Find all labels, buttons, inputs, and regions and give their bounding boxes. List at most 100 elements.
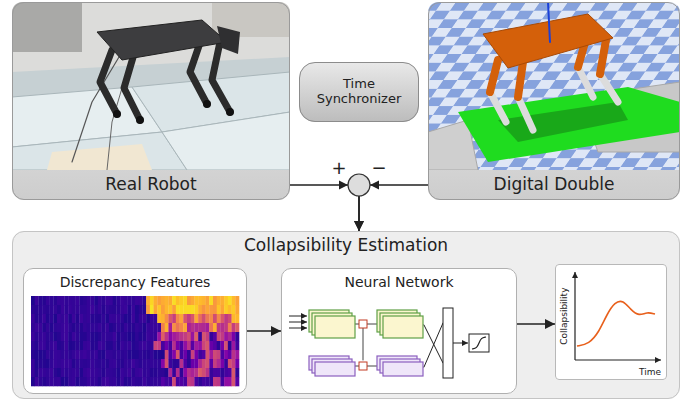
heat-cell <box>120 332 124 341</box>
heat-cell <box>232 350 236 359</box>
heat-cell <box>64 332 68 341</box>
heat-cell <box>168 332 172 341</box>
heat-cell <box>180 332 184 341</box>
heat-cell <box>61 368 65 377</box>
heat-cell <box>194 341 198 350</box>
robot-leg <box>100 50 117 114</box>
heat-cell <box>206 323 210 332</box>
heat-cell <box>224 350 228 359</box>
heat-cell <box>57 350 61 359</box>
heat-cell <box>113 341 117 350</box>
heat-cell <box>232 296 236 305</box>
heat-cell <box>183 305 187 314</box>
heat-cell <box>172 350 176 359</box>
heat-cell <box>83 323 87 332</box>
checker-floor <box>428 2 680 170</box>
heat-cell <box>46 332 50 341</box>
heat-cell <box>131 359 135 368</box>
heat-cell <box>217 314 221 323</box>
heat-cell <box>87 296 91 305</box>
heat-cell <box>128 377 132 386</box>
heat-cell <box>150 296 154 305</box>
heat-cell <box>120 350 124 359</box>
heat-cell <box>209 305 213 314</box>
heat-cell <box>98 368 102 377</box>
connector-arrow <box>247 330 281 332</box>
heat-cell <box>57 332 61 341</box>
heat-cell <box>142 323 146 332</box>
heat-cell <box>116 323 120 332</box>
heat-cell <box>209 377 213 386</box>
heat-cell <box>87 341 91 350</box>
heat-cell <box>202 368 206 377</box>
node-label: Neural Network <box>344 274 453 290</box>
heat-cell <box>217 350 221 359</box>
heat-cell <box>94 359 98 368</box>
heat-cell <box>53 314 57 323</box>
heat-cell <box>194 305 198 314</box>
heat-cell <box>232 323 236 332</box>
heat-cell <box>53 296 57 305</box>
heat-cell <box>35 323 39 332</box>
heat-cell <box>154 332 158 341</box>
heat-cell <box>42 323 46 332</box>
heat-cell <box>98 350 102 359</box>
heat-cell <box>232 368 236 377</box>
heat-cell <box>172 368 176 377</box>
heat-cell <box>180 359 184 368</box>
heat-cell <box>176 314 180 323</box>
heat-cell <box>35 377 39 386</box>
heat-cell <box>35 332 39 341</box>
sim-leg <box>578 67 593 97</box>
heat-cell <box>76 377 80 386</box>
heat-cell <box>176 305 180 314</box>
plot-curve <box>577 301 655 346</box>
heat-cell <box>154 341 158 350</box>
heat-cell <box>68 359 72 368</box>
heat-cell <box>168 377 172 386</box>
heat-cell <box>113 305 117 314</box>
heat-cell <box>154 323 158 332</box>
sign-label: + <box>331 158 346 179</box>
heat-cell <box>42 296 46 305</box>
heat-cell <box>228 296 232 305</box>
heat-cell <box>94 296 98 305</box>
heat-cell <box>61 296 65 305</box>
heat-cell <box>98 359 102 368</box>
heat-cell <box>72 332 76 341</box>
heat-cell <box>176 332 180 341</box>
heat-cell <box>76 368 80 377</box>
heat-cell <box>228 368 232 377</box>
heat-cell <box>87 350 91 359</box>
heat-cell <box>213 314 217 323</box>
heat-cell <box>68 296 72 305</box>
heat-cell <box>83 296 87 305</box>
heat-cell <box>176 323 180 332</box>
heat-cell <box>213 368 217 377</box>
heat-cell <box>135 323 139 332</box>
heat-cell <box>165 377 169 386</box>
heat-cell <box>98 332 102 341</box>
heat-cell <box>135 350 139 359</box>
heat-cell <box>68 350 72 359</box>
heat-cell <box>131 377 135 386</box>
heat-cell <box>105 305 109 314</box>
heat-cell <box>168 323 172 332</box>
heat-cell <box>98 314 102 323</box>
heat-cell <box>228 350 232 359</box>
junction-arrowhead <box>339 181 348 190</box>
heat-cell <box>38 359 42 368</box>
heat-cell <box>79 305 83 314</box>
heat-cell <box>168 296 172 305</box>
heat-cell <box>38 314 42 323</box>
heat-cell <box>232 359 236 368</box>
heat-cell <box>202 305 206 314</box>
heat-cell <box>139 323 143 332</box>
heat-cell <box>165 305 169 314</box>
heat-cell <box>102 350 106 359</box>
heat-cell <box>180 296 184 305</box>
heat-cell <box>209 296 213 305</box>
heat-cell <box>98 377 102 386</box>
heat-cell <box>72 341 76 350</box>
heat-cell <box>187 350 191 359</box>
